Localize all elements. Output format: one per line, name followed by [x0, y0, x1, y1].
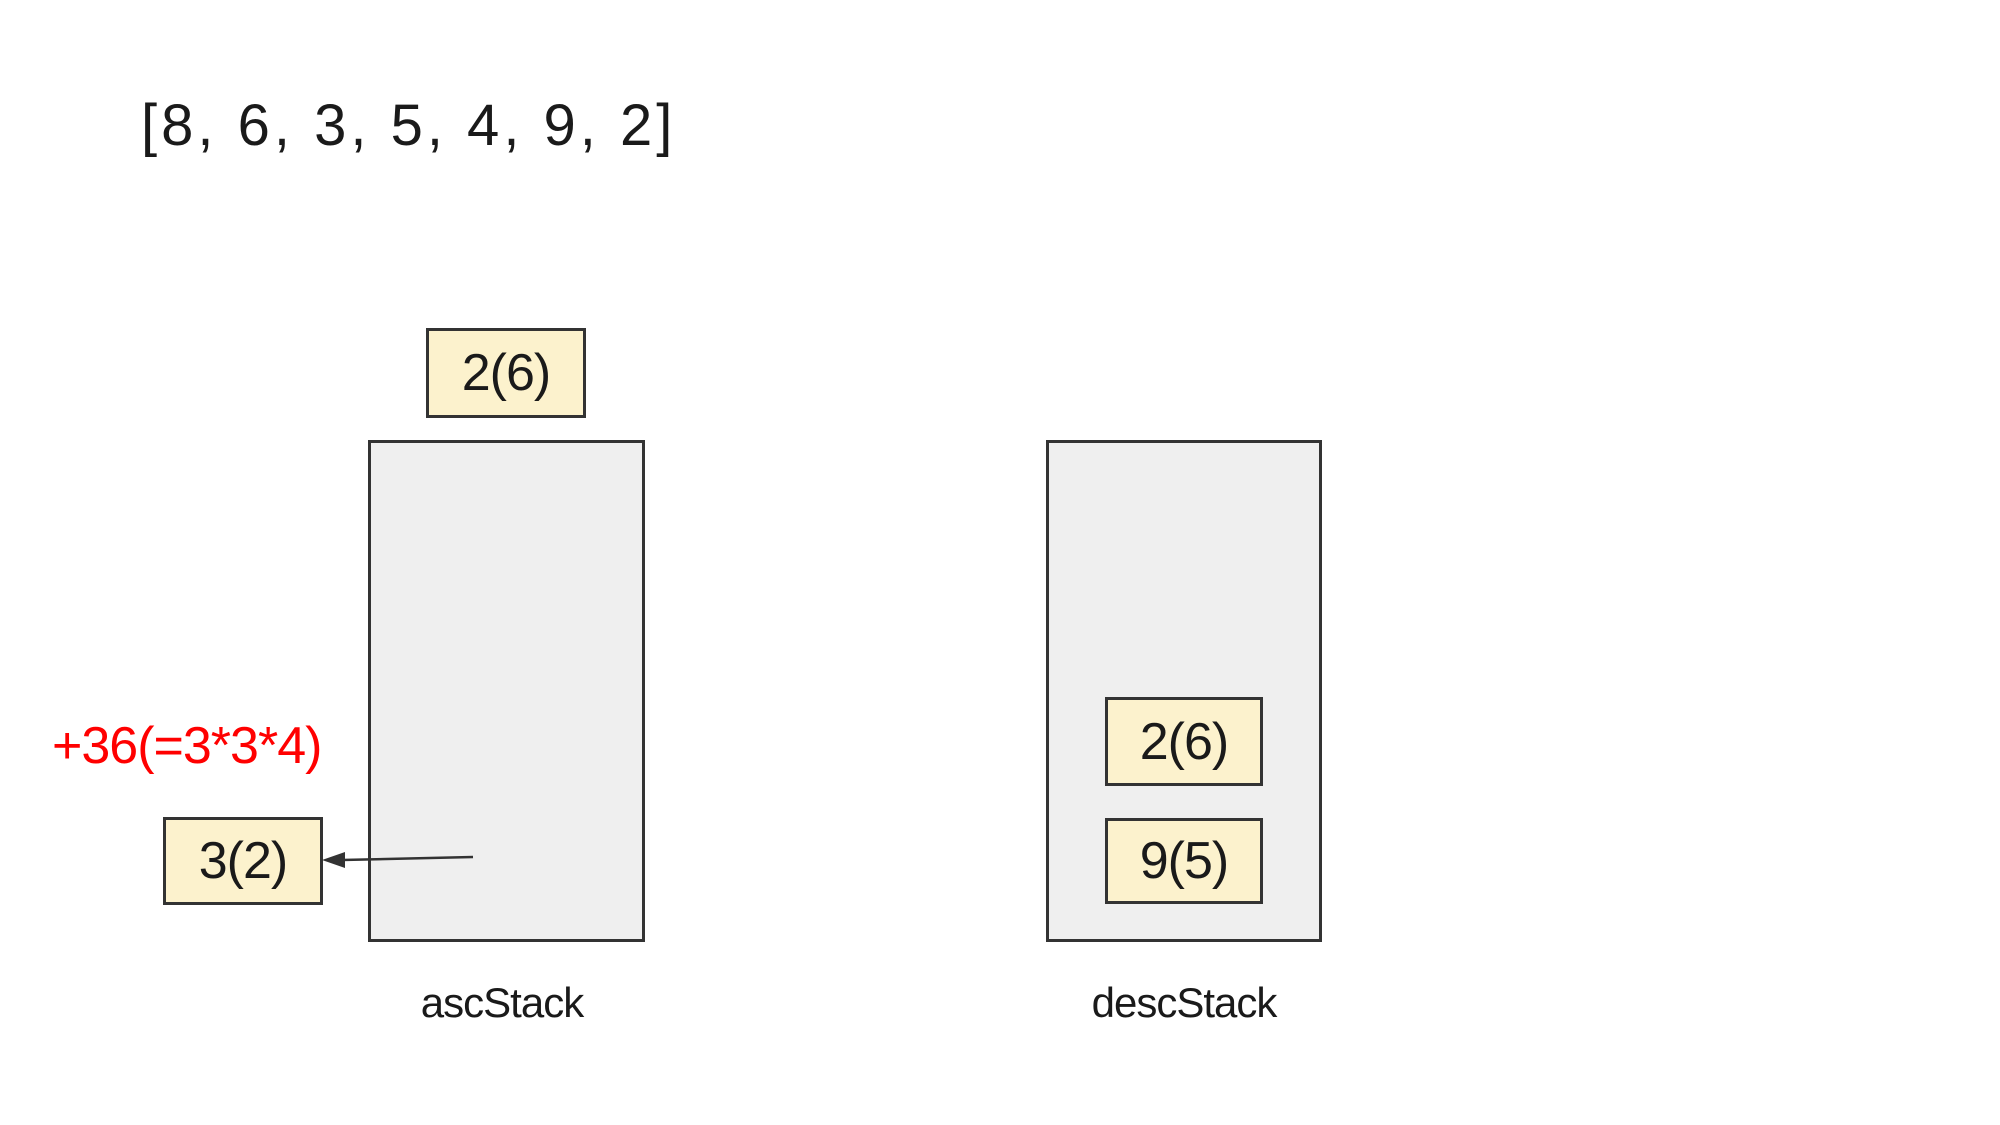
pop-arrow-line [341, 855, 474, 862]
input-array-text: [8, 6, 3, 5, 4, 9, 2] [141, 93, 677, 158]
incoming-value-box: 2(6) [426, 328, 586, 418]
incoming-value-label: 2(6) [461, 344, 551, 402]
popped-value-box: 3(2) [163, 817, 323, 905]
desc-stack-label: descStack [1091, 979, 1278, 1026]
pop-product-annotation: +36(=3*3*4) [52, 717, 322, 775]
pop-arrow [322, 852, 474, 868]
popped-value-label: 3(2) [198, 832, 288, 890]
desc-stack-item-box: 9(5) [1105, 818, 1263, 904]
desc-stack-item-label: 9(5) [1139, 832, 1229, 890]
pop-arrow-head-icon [322, 852, 345, 868]
desc-stack-item-label: 2(6) [1139, 712, 1229, 771]
asc-stack-label: ascStack [420, 979, 584, 1026]
desc-stack-item-box: 2(6) [1105, 697, 1263, 786]
